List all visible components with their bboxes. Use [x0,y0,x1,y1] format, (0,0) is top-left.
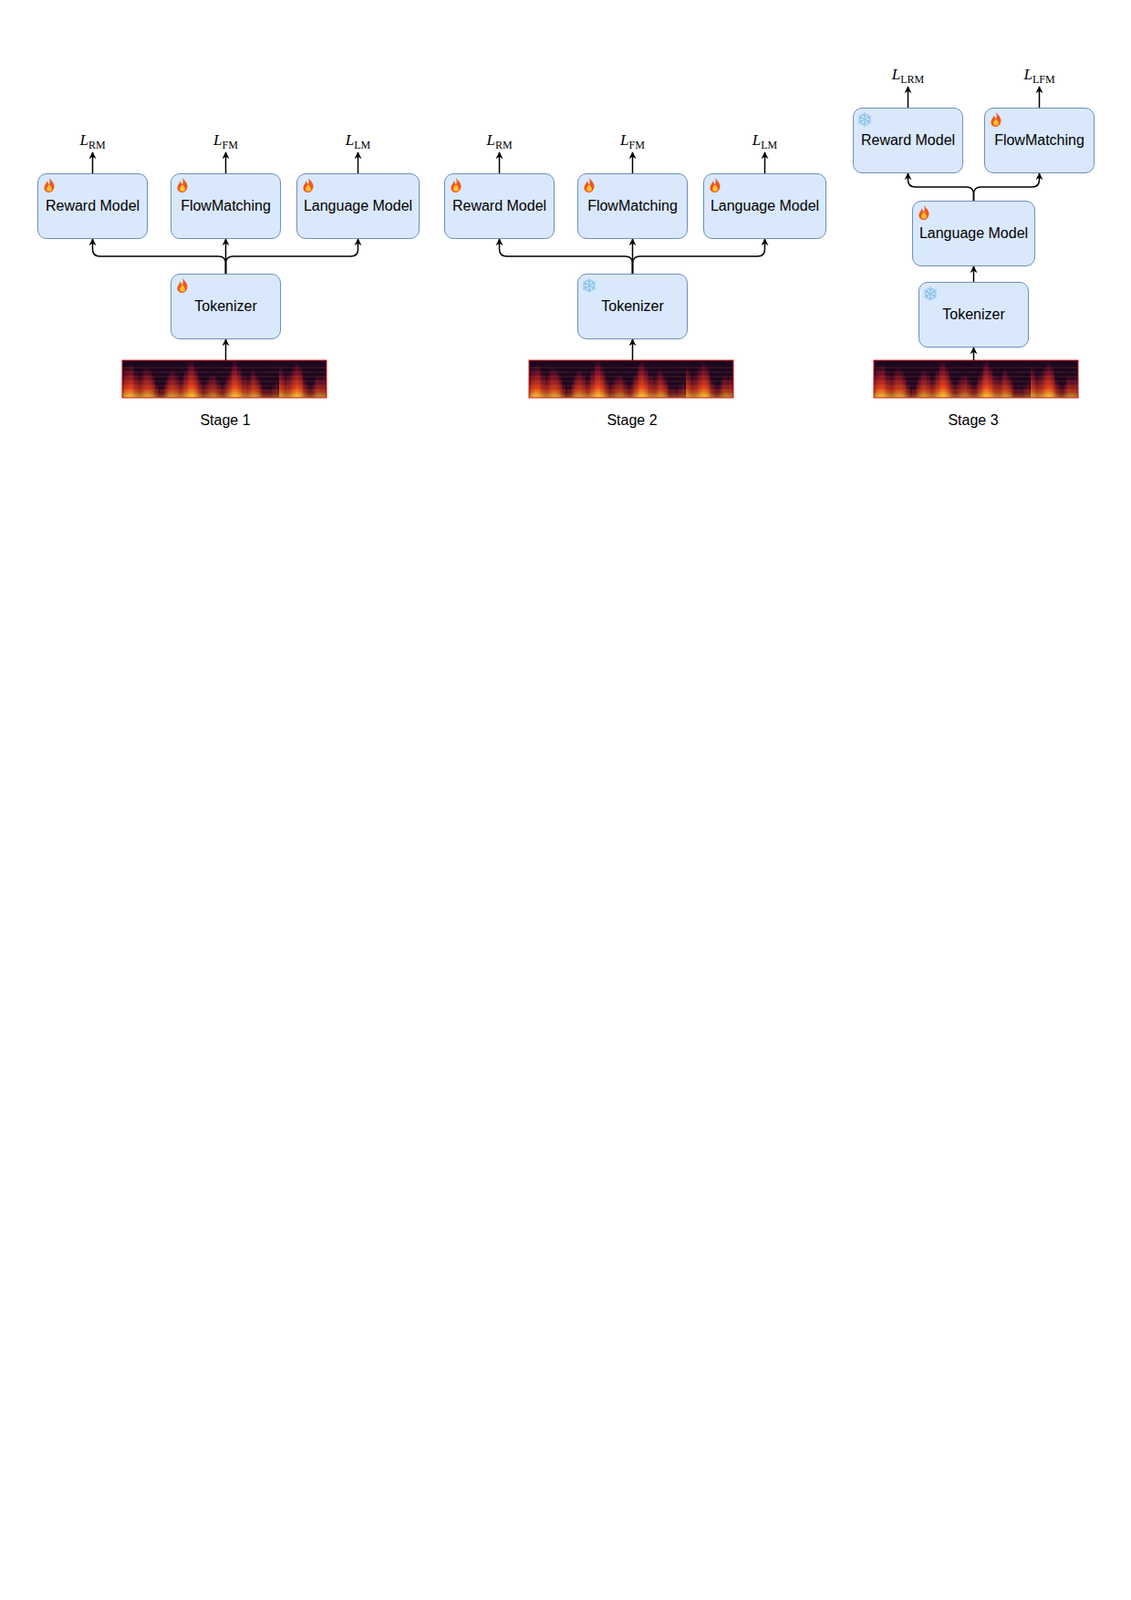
input-arrow [973,347,976,361]
connector-arrow [226,238,359,274]
loss-label: LLFM [1023,65,1055,84]
trainable-icon [706,176,724,194]
loss-subscript: LFM [1032,72,1056,86]
model-box: FlowMatching [170,173,281,239]
frozen-icon [581,277,598,294]
loss-subscript: LRM [900,72,924,86]
trainable-icon [300,176,317,194]
model-box: Reward Model [852,107,964,174]
model-box: Reward Model [444,173,555,239]
loss-label: LFM [620,131,645,150]
loss-symbol: L [892,65,901,84]
node-label: Language Model [710,197,820,215]
model-box: FlowMatching [984,107,1095,174]
trainable-icon [987,111,1005,128]
node-label: Language Model [919,225,1028,242]
trainable-icon [581,176,598,194]
model-box: Language Model [703,173,827,239]
model-box: Tokenizer [918,281,1029,348]
model-box: Language Model [296,173,420,239]
loss-symbol: L [620,131,629,149]
node-label: Reward Model [861,132,955,149]
output-arrow [1038,86,1041,108]
input-arrow [632,339,634,361]
model-box: Reward Model [37,173,148,239]
node-label: Tokenizer [194,298,257,315]
loss-subscript: RM [495,138,513,152]
loss-label: LLM [752,131,778,150]
loss-symbol: L [79,131,88,149]
loss-symbol: L [213,131,222,149]
node-label: Tokenizer [601,298,664,315]
node-label: FlowMatching [994,132,1085,149]
input-arrow [225,339,228,361]
loss-label: LRM [486,131,512,150]
loss-symbol: L [345,131,354,149]
loss-symbol: L [1023,65,1032,84]
output-arrow [907,86,910,108]
output-arrow [764,152,767,174]
loss-label: LFM [213,131,239,150]
stage-label: Stage 3 [947,412,998,429]
trainable-icon [174,277,191,294]
connector-arrow [973,266,976,282]
output-arrow [225,152,228,174]
model-box: Tokenizer [170,273,281,340]
spectrogram [873,360,1079,398]
loss-subscript: LM [760,138,778,152]
output-arrow [632,152,634,174]
node-label: Reward Model [452,197,547,215]
output-arrow [357,152,360,174]
trainable-icon [41,176,58,194]
trainable-icon [915,204,933,221]
connector-arrow [499,238,633,274]
loss-label: LLM [345,131,371,150]
frozen-icon [856,111,873,128]
trainable-icon [174,176,191,194]
model-box: Tokenizer [577,273,688,340]
model-box: FlowMatching [577,173,688,239]
loss-symbol: L [752,131,761,149]
connector-arrow [908,173,975,201]
loss-subscript: LM [353,138,371,152]
stage-label: Stage 2 [606,412,657,429]
spectrogram [529,360,734,398]
stage-label: Stage 1 [199,412,250,429]
loss-label: LRM [79,131,105,150]
spectrogram [122,360,327,398]
node-label: FlowMatching [180,197,271,215]
connector-arrow [974,173,1040,201]
frozen-icon [922,285,939,302]
node-label: FlowMatching [587,197,678,215]
loss-symbol: L [486,131,495,149]
loss-subscript: RM [88,138,106,152]
trainable-icon [447,176,465,194]
output-arrow [92,152,94,174]
loss-label: LLRM [892,65,924,84]
model-box: Language Model [912,200,1036,267]
node-label: Language Model [303,197,413,215]
node-label: Reward Model [45,197,140,215]
connector-arrow [93,238,227,274]
connector-arrow [632,238,766,274]
node-label: Tokenizer [942,306,1005,323]
output-arrow [498,152,501,174]
loss-subscript: FM [222,138,239,152]
loss-subscript: FM [629,138,645,152]
